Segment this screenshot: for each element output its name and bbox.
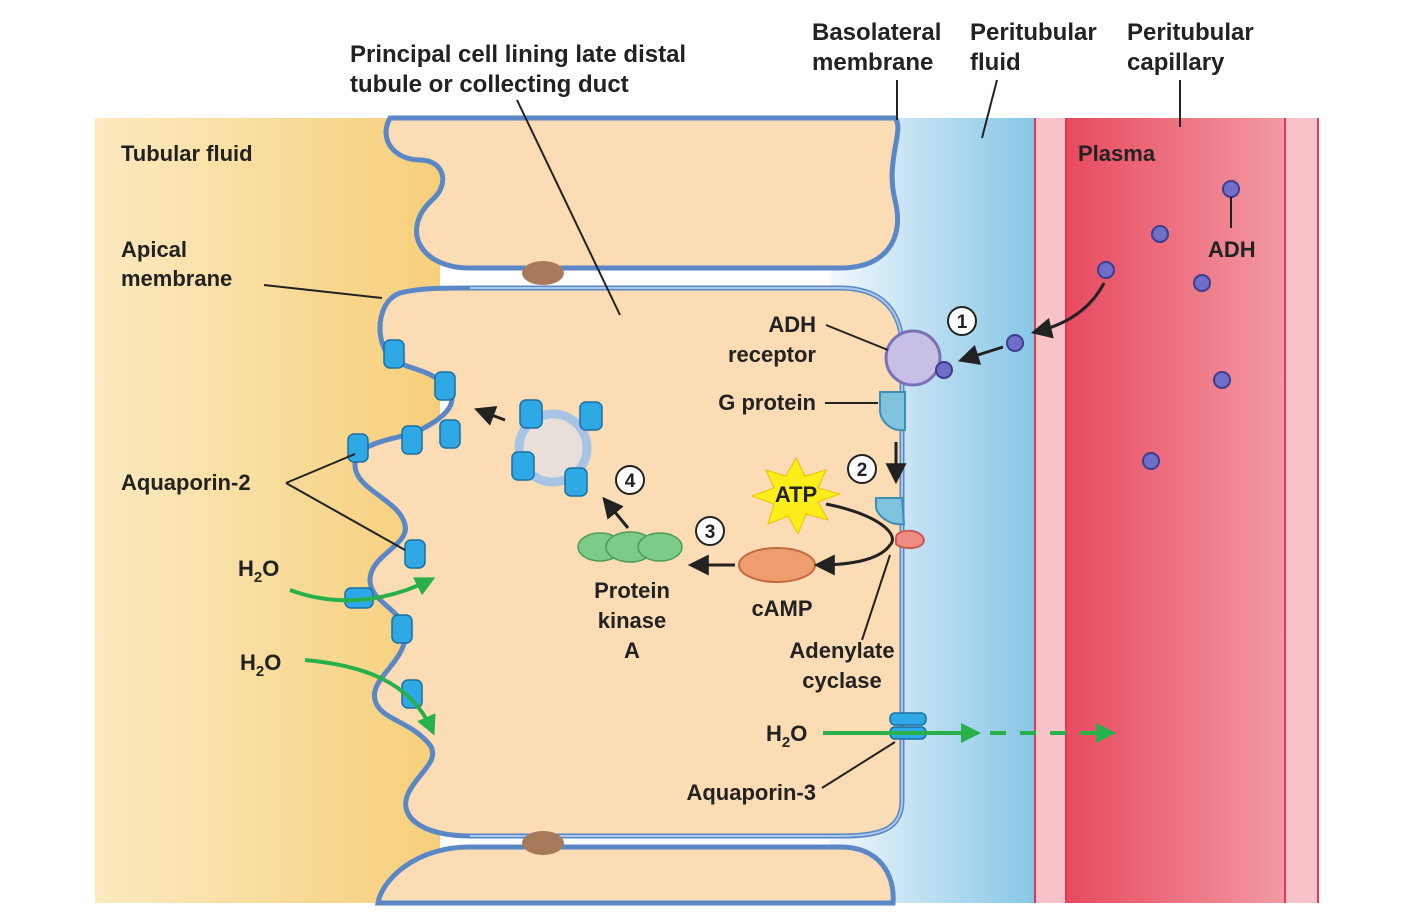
label-apical-line2: membrane	[121, 266, 232, 291]
label-h2o-1: H2O	[238, 556, 279, 586]
capillary-wall-left	[1035, 118, 1067, 903]
label-plasma: Plasma	[1078, 141, 1156, 166]
g-protein-activated	[875, 497, 906, 526]
label-basolateral-line1: Basolateral	[812, 19, 941, 46]
label-h2o-2: H2O	[240, 650, 281, 680]
bound-adh-molecule	[935, 361, 953, 379]
plasma-region	[1067, 118, 1285, 903]
step-markers	[615, 306, 977, 546]
protein-kinase-a	[577, 531, 683, 563]
step-1: 1	[957, 312, 968, 333]
adenylate-cyclase	[895, 529, 926, 550]
label-apical-line1: Apical	[121, 237, 187, 262]
lower-neighbor-cell	[375, 844, 896, 906]
label-peritubular-capillary-line1: Peritubular	[1127, 19, 1254, 46]
leader-lines	[263, 79, 1181, 789]
tight-junction-bottom	[522, 831, 564, 855]
label-aquaporin-2: Aquaporin-2	[121, 470, 251, 495]
label-pka-line1: Protein	[594, 578, 670, 603]
tubular-fluid-region	[95, 118, 440, 903]
tight-junction-top	[522, 261, 564, 285]
label-adenylate-line2: cyclase	[802, 668, 882, 693]
label-camp: cAMP	[751, 596, 812, 621]
label-adenylate-line1: Adenylate	[789, 638, 894, 663]
capillary-wall-right	[1285, 118, 1318, 903]
label-adh: ADH	[1208, 237, 1256, 262]
label-peritubular-fluid-line2: fluid	[970, 49, 1021, 76]
label-peritubular-fluid-line1: Peritubular	[970, 19, 1097, 46]
label-principal-cell-line2: tubule or collecting duct	[350, 71, 629, 98]
step-3: 3	[705, 522, 716, 543]
aquaporin-vesicle	[514, 409, 592, 487]
step-4: 4	[625, 471, 636, 492]
upper-neighbor-cell	[383, 115, 901, 271]
label-adh-receptor-line2: receptor	[728, 342, 816, 367]
atp-star	[750, 456, 842, 536]
pathway-arrows	[474, 282, 1106, 576]
camp-molecule	[738, 547, 816, 583]
adh-receptor	[884, 329, 942, 387]
label-principal-cell-line1: Principal cell lining late distal	[350, 41, 686, 68]
label-g-protein: G protein	[718, 390, 816, 415]
water-flow-arrows	[289, 577, 1116, 743]
vesicle-aquaporins	[511, 399, 603, 497]
label-aquaporin-3: Aquaporin-3	[686, 780, 816, 805]
label-pka-line3: A	[624, 638, 640, 663]
label-tubular-fluid: Tubular fluid	[121, 141, 253, 166]
label-basolateral-line2: membrane	[812, 49, 933, 76]
label-pka-line2: kinase	[598, 608, 667, 633]
step-2: 2	[857, 460, 868, 481]
label-adh-receptor-line1: ADH	[768, 312, 816, 337]
label-h2o-3: H2O	[766, 721, 807, 751]
label-peritubular-capillary-line2: capillary	[1127, 49, 1225, 76]
g-protein	[879, 391, 906, 432]
label-atp: ATP	[775, 482, 817, 507]
